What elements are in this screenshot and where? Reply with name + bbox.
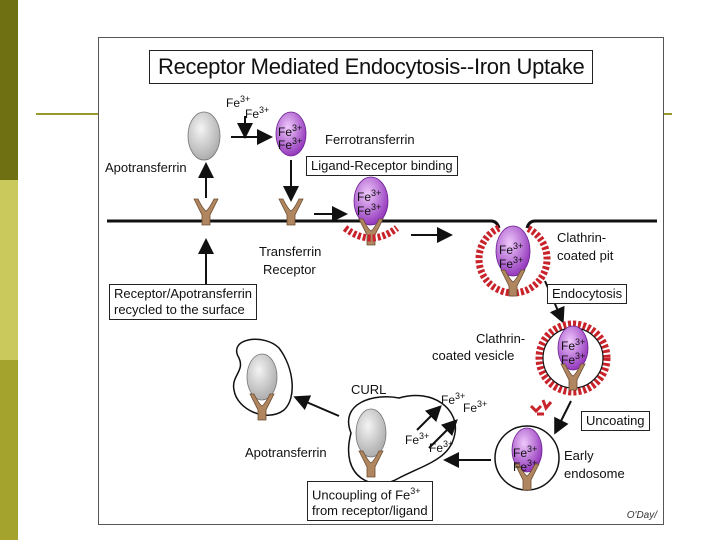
iron-base: Fe	[405, 433, 420, 447]
iron-label-pit-1: Fe3+	[499, 240, 523, 256]
arrow-curl-to-recycle	[293, 395, 340, 417]
iron-charge: 3+	[513, 255, 524, 265]
iron-free-3: Fe3+	[405, 430, 429, 446]
label-uncoupling-line-2: from receptor/ligand	[312, 503, 428, 519]
iron-base: Fe	[278, 138, 293, 152]
label-transferrin-receptor-1: Transferrin	[259, 244, 322, 259]
iron-free-1: Fe3+	[441, 390, 465, 406]
apotransferrin-top	[187, 111, 221, 161]
label-clathrin-pit-1: Clathrin-	[557, 230, 607, 245]
iron-base: Fe	[357, 190, 372, 204]
uncoupling-text: Uncoupling of Fe	[312, 487, 411, 503]
arrow-iron-release-1	[416, 405, 442, 431]
label-uncoupling-line-1: Uncoupling of Fe3+	[312, 483, 428, 503]
label-recycled-line-2: recycled to the surface	[114, 302, 245, 317]
iron-base: Fe	[561, 339, 576, 353]
figure-title: Receptor Mediated Endocytosis--Iron Upta…	[149, 50, 594, 84]
iron-charge: 3+	[527, 458, 538, 468]
iron-base: Fe	[429, 441, 444, 455]
iron-label-bound-2: Fe3+	[357, 201, 381, 217]
iron-charge: 3+	[419, 431, 430, 441]
label-recycled-line-1: Receptor/Apotransferrin	[114, 286, 253, 301]
iron-charge: 3+	[477, 399, 488, 409]
iron-charge: 3+	[259, 105, 270, 115]
ferrotransferrin-vesicle	[557, 325, 589, 371]
label-clathrin-vesicle-1: Clathrin-	[476, 331, 526, 346]
slide-band-mid	[0, 360, 18, 540]
iron-free-2: Fe3+	[463, 398, 487, 414]
iron-label-top-2: Fe3+	[245, 104, 269, 120]
ferrotransferrin	[275, 111, 307, 157]
label-endocytosis: Endocytosis	[547, 284, 628, 304]
iron-base: Fe	[226, 96, 241, 110]
iron-label-endosome-2: Fe3+	[513, 457, 537, 473]
iron-label-pit-2: Fe3+	[499, 254, 523, 270]
arrow-uncoating	[554, 400, 572, 435]
iron-base: Fe	[499, 257, 514, 271]
ferrotransferrin-pit	[495, 225, 531, 277]
iron-base: Fe	[561, 353, 576, 367]
label-apotransferrin-top: Apotransferrin	[105, 160, 187, 175]
iron-charge: 3+	[292, 123, 303, 133]
iron-base: Fe	[357, 204, 372, 218]
label-ligand-receptor-binding: Ligand-Receptor binding	[306, 156, 458, 176]
iron-free-4: Fe3+	[429, 438, 453, 454]
ferrotransferrin-endosome	[511, 427, 543, 473]
iron-charge: 3+	[455, 391, 466, 401]
iron-base: Fe	[245, 107, 260, 121]
released-clathrin	[529, 399, 553, 416]
iron-base: Fe	[278, 125, 293, 139]
iron-base: Fe	[441, 393, 456, 407]
iron-base: Fe	[463, 401, 478, 415]
slide-band-light	[0, 180, 18, 360]
label-transferrin-receptor-2: Receptor	[263, 262, 316, 277]
label-early-endosome-1: Early	[564, 448, 594, 463]
iron-label-vesicle-2: Fe3+	[561, 350, 585, 366]
uncoupling-charge: 3+	[410, 486, 421, 496]
iron-charge: 3+	[371, 202, 382, 212]
label-clathrin-vesicle-2: coated vesicle	[432, 348, 515, 363]
iron-base: Fe	[513, 460, 528, 474]
iron-label-vesicle-1: Fe3+	[561, 336, 585, 352]
iron-charge: 3+	[527, 444, 538, 454]
label-early-endosome-2: endosome	[564, 466, 625, 481]
label-uncoating: Uncoating	[581, 411, 650, 431]
iron-charge: 3+	[513, 241, 524, 251]
slide-band-dark	[0, 0, 18, 180]
iron-label-ferro-2: Fe3+	[278, 135, 302, 151]
iron-base: Fe	[499, 243, 514, 257]
iron-label-ferro-1: Fe3+	[278, 122, 302, 138]
apotransferrin-recycling	[246, 353, 278, 401]
label-curl: CURL	[351, 382, 387, 397]
label-uncoupling: Uncoupling of Fe3+ from receptor/ligand	[307, 481, 433, 522]
iron-charge: 3+	[371, 188, 382, 198]
apotransferrin-curl	[355, 408, 387, 458]
iron-charge: 3+	[575, 337, 586, 347]
diagram-graphics	[107, 111, 657, 491]
credit: O'Day/	[626, 510, 657, 521]
clathrin-patch	[342, 225, 400, 242]
iron-label-bound-1: Fe3+	[357, 187, 381, 203]
iron-charge: 3+	[240, 94, 251, 104]
label-receptor-recycled: Receptor/Apotransferrin recycled to the …	[109, 284, 258, 320]
label-clathrin-pit-2: coated pit	[557, 248, 614, 263]
label-ferrotransferrin: Ferrotransferrin	[325, 132, 415, 147]
iron-charge: 3+	[575, 351, 586, 361]
iron-charge: 3+	[292, 136, 303, 146]
arrow-iron-release-2	[428, 419, 458, 449]
iron-label-endosome-1: Fe3+	[513, 443, 537, 459]
iron-charge: 3+	[443, 439, 454, 449]
iron-base: Fe	[513, 446, 528, 460]
iron-label-top-1: Fe3+	[226, 93, 250, 109]
plasma-membrane	[107, 219, 657, 229]
endocytosis-figure: Receptor Mediated Endocytosis--Iron Upta…	[98, 37, 664, 525]
label-apotransferrin-bottom: Apotransferrin	[245, 445, 327, 460]
ferrotransferrin-bound	[353, 176, 389, 226]
